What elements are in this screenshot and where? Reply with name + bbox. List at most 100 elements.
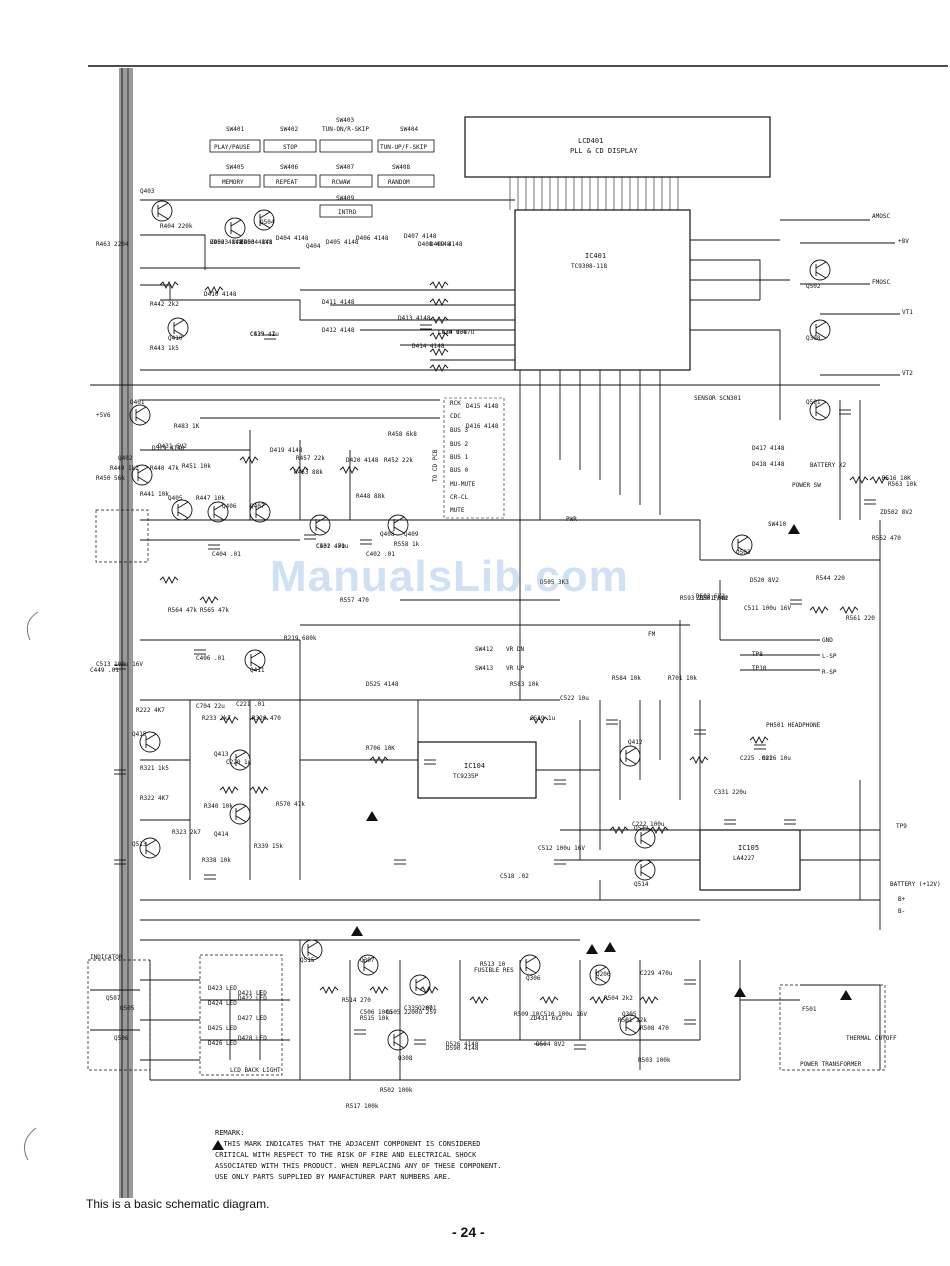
diode-label: ZD501 8V2	[696, 595, 729, 602]
transistor-label: Q306	[526, 975, 541, 982]
tp10-label: TP10	[752, 665, 767, 672]
capacitor-label: C222 100u	[632, 821, 665, 828]
resistor-label: R502 100k	[380, 1087, 413, 1094]
capacitor-label: C522 10u	[560, 695, 589, 702]
sw409-label: INTRO	[338, 209, 356, 216]
resistor-label: R457 22k	[296, 455, 325, 462]
pwr-label-top: PWR	[566, 516, 577, 523]
capacitor-label: C331 220u	[714, 789, 747, 796]
bus-group-label: TO CD PCB	[432, 449, 439, 482]
capacitor-label: C221 .01	[236, 701, 265, 708]
resistor-label: R447 10k	[196, 495, 225, 502]
sw403-label: TUN-DN/R-SKIP	[322, 126, 369, 133]
gnd-label: GND	[822, 637, 833, 644]
diode-label: D411 4148	[322, 299, 355, 306]
diode-label: D525 4148	[366, 681, 399, 688]
transistor-label: Q402	[118, 455, 133, 462]
resistor-label: R515 10k	[360, 1015, 389, 1022]
transistor-label: Q307	[360, 957, 375, 964]
resistor-label: R452 22k	[384, 457, 413, 464]
remark-line-2: CRITICAL WITH RESPECT TO THE RISK OF FIR…	[215, 1151, 477, 1159]
transistor-label: Q505	[120, 1005, 135, 1012]
plus8v-label: +8V	[898, 238, 909, 245]
resistor-label: R322 4K7	[140, 795, 169, 802]
resistor-label: R562 470	[872, 535, 901, 542]
sw404-id: SW404	[400, 126, 418, 133]
resistor-label: R593 220 1/4W	[680, 595, 727, 602]
capacitor-label: C511 100u 16V	[744, 605, 791, 612]
bplus-label: B+	[898, 896, 906, 903]
resistor-label: R584 10k	[612, 675, 641, 682]
wiring	[90, 199, 900, 1081]
lcd-display: LCD401 PLL & CD DISPLAY	[464, 116, 771, 210]
sw405-label: MEMORY	[222, 179, 244, 186]
diode-label: D413 4148	[398, 315, 431, 322]
diode-label: ZD504 8V1	[240, 239, 273, 246]
resistor-label: R516 10K	[882, 475, 911, 482]
resistor-label: R463 2204	[96, 241, 129, 248]
capacitor-label: C220 1u	[226, 759, 252, 766]
diode-label: D529 4148	[152, 445, 185, 452]
diode-label: D427 LED	[238, 1015, 267, 1022]
resistor-label: R544 220	[816, 575, 845, 582]
resistor-label: R340 10k	[204, 803, 233, 810]
diode-label: ZD502 8V2	[880, 509, 913, 516]
capacitor-label: C225 .001	[740, 755, 773, 762]
resistor-label: R233 2k7	[202, 715, 231, 722]
diode-label: D418 4148	[752, 461, 785, 468]
lcd-back-light-label: LCD BACK LIGHT	[230, 1067, 281, 1074]
bus-cdc: CDC	[450, 413, 461, 420]
transistor-label: Q405	[168, 495, 183, 502]
diode-label: D505 3K3	[540, 579, 569, 586]
transistor-label: Q207	[418, 1005, 433, 1012]
transistor-label: Q411	[250, 667, 265, 674]
resistor-label: R219 680k	[284, 635, 317, 642]
resistor-label: R321 1k5	[140, 765, 169, 772]
bus-0: BUS 0	[450, 467, 468, 474]
switch-block	[209, 139, 435, 218]
sw405-id: SW405	[226, 164, 244, 171]
diode-label: D423 LED	[208, 985, 237, 992]
remark-block: REMARK: ▲ THIS MARK INDICATES THAT THE A…	[215, 1128, 635, 1183]
headphone-label: PH501 HEADPHONE	[766, 722, 821, 729]
ic104-label: IC104	[464, 762, 485, 770]
transistor-label: Q513	[132, 841, 147, 848]
ic105-part: LA4227	[733, 855, 755, 862]
diode-label: D416 4148	[466, 423, 499, 430]
transistor-label: Q502	[806, 283, 821, 290]
resistor-label: R338 10k	[202, 857, 231, 864]
resistor-label: R558 1k	[394, 541, 420, 548]
vt1-label: VT1	[902, 309, 913, 316]
transistor-label: Q408	[380, 531, 395, 538]
diode-label: D414 4148	[412, 343, 445, 350]
resistor-label: R449 1k2	[110, 465, 139, 472]
resistor-label: R517 100k	[346, 1103, 379, 1110]
capacitor-label: C512 100u 16V	[538, 845, 585, 852]
dashed-boxes	[87, 509, 886, 1076]
resistor-label: R557 470	[340, 597, 369, 604]
watermark: ManualsLib.com	[270, 552, 629, 601]
diode-label: D406 4148	[356, 235, 389, 242]
resistor-label: R706 10K	[366, 745, 395, 752]
indicator-label: INDICATOR	[90, 954, 123, 961]
transistor-label: Q503	[736, 549, 751, 556]
transistor-label: Q401	[130, 399, 145, 406]
thermal-label: THERMAL CUTOFF	[846, 1035, 897, 1042]
sw413-label: SW413	[475, 665, 493, 672]
ic105-label: IC105	[738, 844, 759, 852]
sw409-id: SW409	[336, 195, 354, 202]
resistor-label: R404 220k	[160, 223, 193, 230]
transistor-label: Q506	[114, 1035, 129, 1042]
bus-cr-cl: CR-CL	[450, 494, 468, 501]
transistor-label: Q406	[222, 503, 237, 510]
diode-label: D404 4148	[276, 235, 309, 242]
diode-label: D408 4148	[418, 241, 451, 248]
transistor-label: Q512	[634, 825, 649, 832]
sw408-label: RANDOM	[388, 179, 410, 186]
warning-marks	[212, 524, 852, 1150]
sw407-label: RCWAW	[332, 179, 350, 186]
diode-label: ZD503 8V2	[210, 239, 243, 246]
bus-mute: MUTE	[450, 507, 465, 514]
capacitor-label: C229 470u	[640, 970, 673, 977]
resistor-label: R339 15k	[254, 843, 283, 850]
